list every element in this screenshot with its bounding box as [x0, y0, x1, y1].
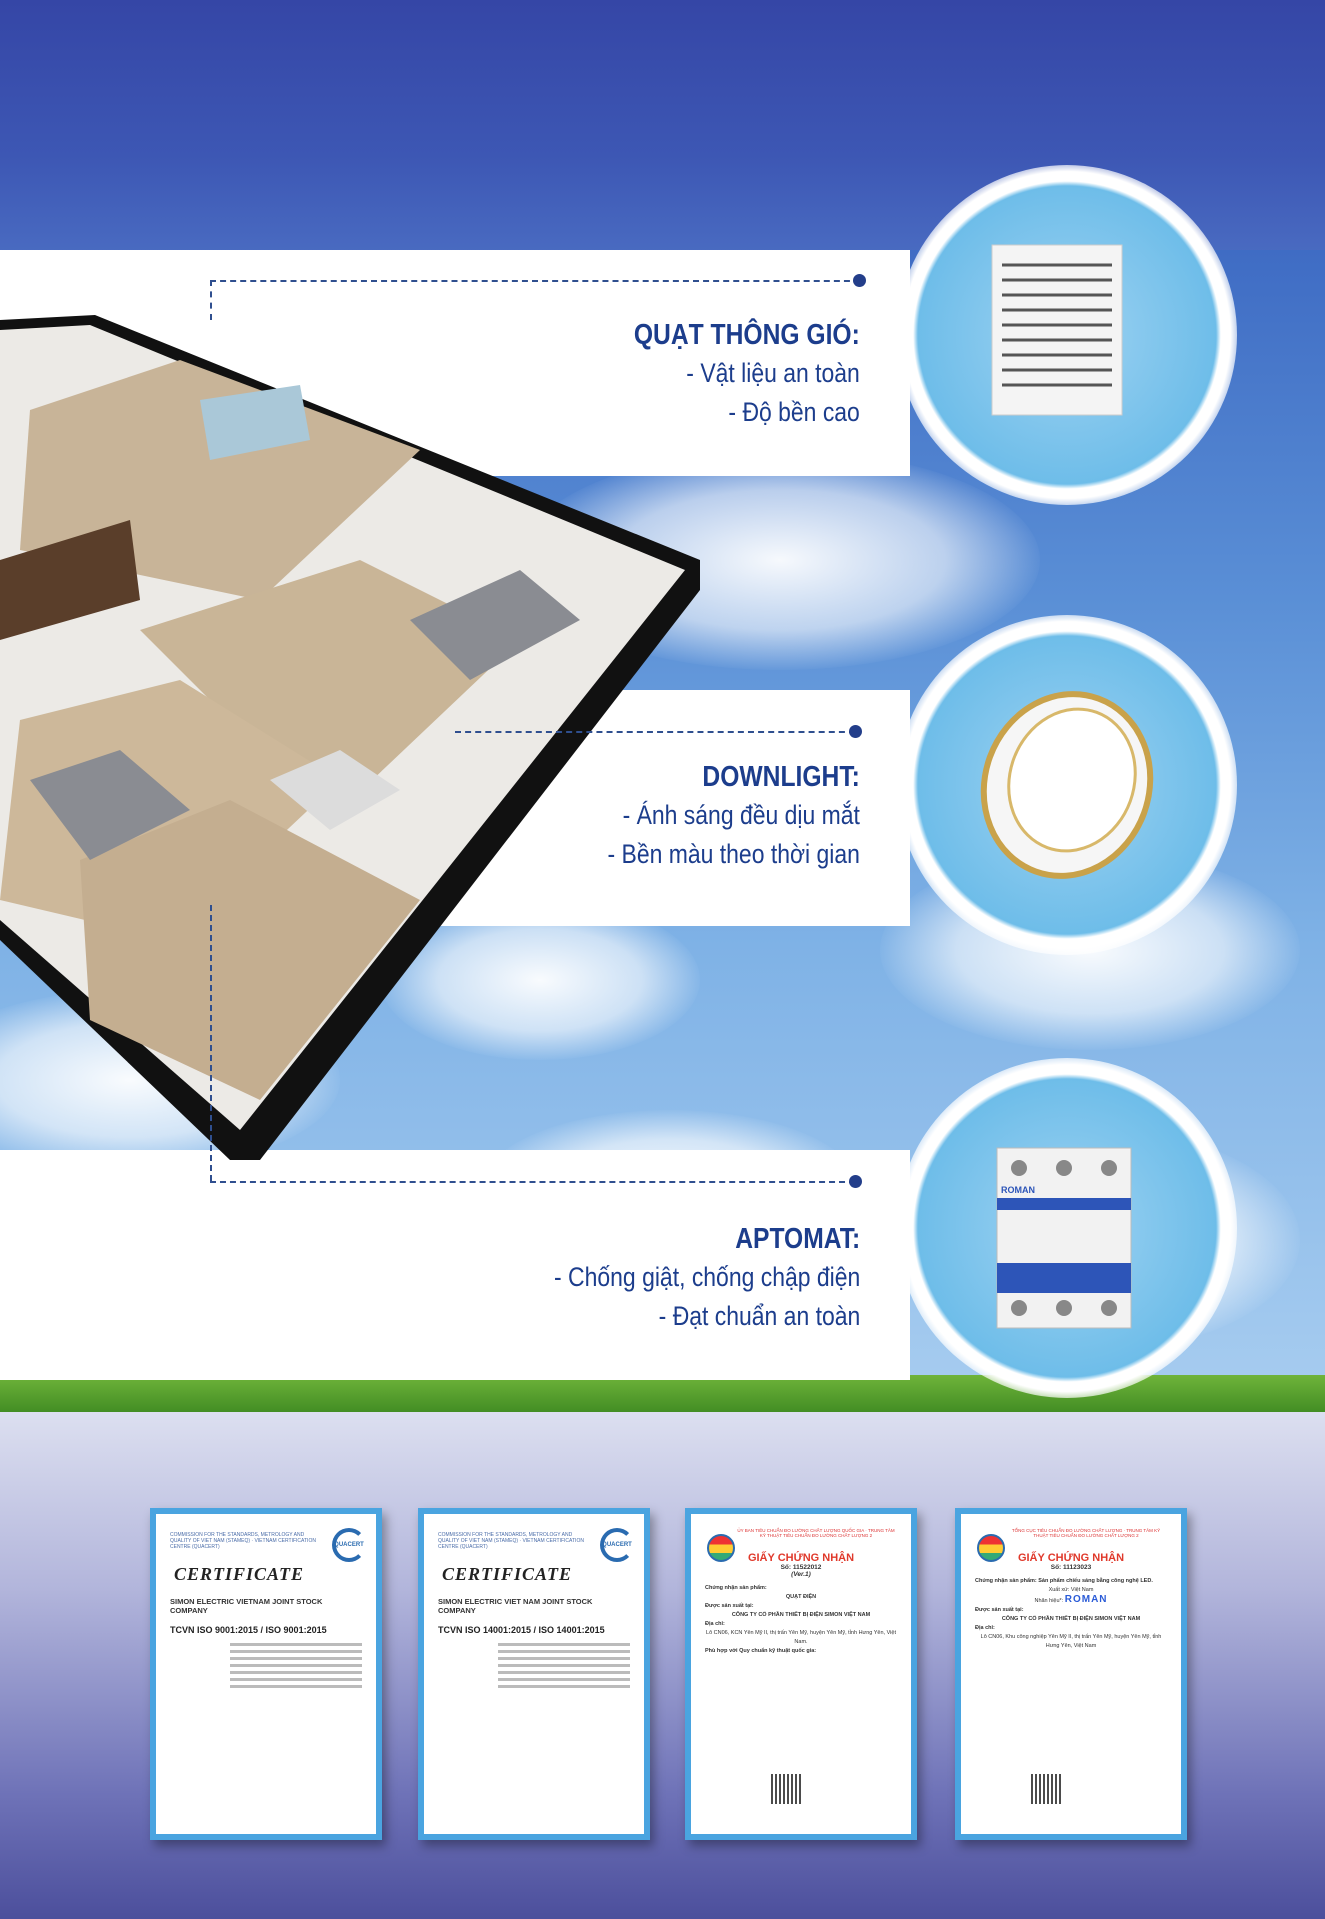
feature-title: QUẠT THÔNG GIÓ:	[634, 319, 860, 351]
ventilation-fan-icon	[991, 244, 1123, 416]
feature-title: DOWNLIGHT:	[702, 761, 860, 793]
cert-number: Số: 11522012	[780, 1564, 822, 1571]
feature-band-3	[0, 1150, 910, 1380]
connector-line-1-vertical	[210, 280, 212, 320]
certificate-quat-dien: ỦY BAN TIÊU CHUẨN ĐO LƯỜNG CHẤT LƯỢNG QU…	[685, 1508, 917, 1840]
cert-field-label: Nhãn hiệu*:	[1034, 1598, 1064, 1604]
feature-title: APTOMAT:	[734, 1223, 860, 1255]
cert-origin: Xuất xứ: Việt Nam	[1048, 1587, 1094, 1593]
cert-header: COMMISSION FOR THE STANDARDS, METROLOGY …	[438, 1532, 584, 1550]
feature-aptomat: APTOMAT: - Chống giật, chống chập điện -…	[554, 1220, 860, 1336]
cert-title: CERTIFICATE	[174, 1564, 305, 1584]
certificate-iso-9001: QUACERT COMMISSION FOR THE STANDARDS, ME…	[150, 1508, 382, 1840]
cert-company: SIMON ELECTRIC VIETNAM JOINT STOCK COMPA…	[170, 1597, 323, 1615]
cert-field-label: Địa chỉ:	[975, 1625, 995, 1631]
product-brand: ROMAN	[1001, 1185, 1035, 1195]
certificate-iso-14001: QUACERT COMMISSION FOR THE STANDARDS, ME…	[418, 1508, 650, 1840]
cert-address: Lô CN06, KCN Yên Mỹ II, thị trấn Yên Mỹ,…	[706, 1630, 896, 1645]
cert-title: GIẤY CHỨNG NHẬN	[1017, 1552, 1125, 1564]
cert-company: CÔNG TY CỔ PHẦN THIẾT BỊ ĐIỆN SIMON VIỆT…	[731, 1612, 871, 1618]
feature-point: - Bền màu theo thời gian	[607, 839, 860, 869]
downlight-icon	[980, 691, 1154, 879]
connector-dot-3	[849, 1175, 862, 1188]
quacert-logo: QUACERT	[600, 1528, 634, 1562]
cert-address: Lô CN06, Khu công nghiệp Yên Mỹ II, thị …	[980, 1634, 1162, 1649]
product-circle-downlight	[897, 615, 1237, 955]
qr-code	[1031, 1774, 1061, 1804]
cert-header: TỔNG CỤC TIÊU CHUẨN ĐO LƯỜNG CHẤT LƯỢNG …	[1011, 1528, 1161, 1538]
cert-title: CERTIFICATE	[442, 1564, 573, 1584]
quacert-logo: QUACERT	[332, 1528, 366, 1562]
feature-downlight: DOWNLIGHT: - Ánh sáng đều dịu mắt - Bền …	[608, 758, 860, 874]
feature-point: - Ánh sáng đều dịu mắt	[622, 800, 860, 830]
house-floorplan-illustration	[0, 315, 700, 1160]
connector-dot-2	[849, 725, 862, 738]
connector-line-3	[210, 1181, 855, 1183]
circuit-breaker-icon: ROMAN	[996, 1147, 1132, 1329]
cert-company: CÔNG TY CỔ PHẦN THIẾT BỊ ĐIỆN SIMON VIỆT…	[1001, 1616, 1141, 1622]
product-circle-aptomat: ROMAN	[897, 1058, 1237, 1398]
feature-point: - Đạt chuẩn an toàn	[658, 1301, 860, 1331]
cert-field-label: Được sản xuất tại:	[705, 1603, 754, 1609]
feature-point: - Chống giật, chống chập điện	[553, 1262, 860, 1292]
qr-code	[771, 1774, 801, 1804]
cert-product: QUẠT ĐIỆN	[785, 1594, 817, 1600]
cert-standard: TCVN ISO 14001:2015 / ISO 14001:2015	[438, 1625, 605, 1635]
cert-version: (Ver.1)	[791, 1571, 811, 1578]
cert-product: Chứng nhận sản phẩm: Sản phẩm chiếu sáng…	[975, 1578, 1153, 1584]
product-circle-fan	[897, 165, 1237, 505]
certificate-led-lighting: TỔNG CỤC TIÊU CHUẨN ĐO LƯỜNG CHẤT LƯỢNG …	[955, 1508, 1187, 1840]
cert-header: COMMISSION FOR THE STANDARDS, METROLOGY …	[170, 1532, 316, 1550]
feature-ventilation-fan: QUẠT THÔNG GIÓ: - Vật liệu an toàn - Độ …	[634, 316, 860, 432]
feature-point: - Độ bền cao	[728, 397, 860, 427]
cert-standard: TCVN ISO 9001:2015 / ISO 9001:2015	[170, 1625, 327, 1635]
roman-logo: ROMAN	[1064, 1594, 1108, 1605]
cert-title: GIẤY CHỨNG NHẬN	[747, 1552, 855, 1564]
connector-line-2	[455, 731, 855, 733]
cert-header: ỦY BAN TIÊU CHUẨN ĐO LƯỜNG CHẤT LƯỢNG QU…	[737, 1528, 895, 1538]
cert-company: SIMON ELECTRIC VIET NAM JOINT STOCK COMP…	[438, 1597, 593, 1615]
connector-line-1	[210, 280, 860, 282]
cert-field-label: Phù hợp với Quy chuẩn kỹ thuật quốc gia:	[705, 1648, 817, 1654]
cert-field-label: Được sản xuất tại:	[975, 1607, 1024, 1613]
connector-dot-1	[853, 274, 866, 287]
cert-field-label: Chứng nhận sản phẩm:	[705, 1585, 767, 1591]
cert-number: Số: 11123023	[1050, 1564, 1092, 1571]
standards-centre-logo	[977, 1534, 1005, 1562]
feature-point: - Vật liệu an toàn	[686, 358, 860, 388]
standards-centre-logo	[707, 1534, 735, 1562]
cert-field-label: Địa chỉ:	[705, 1621, 725, 1627]
connector-line-3-vertical	[210, 905, 212, 1181]
